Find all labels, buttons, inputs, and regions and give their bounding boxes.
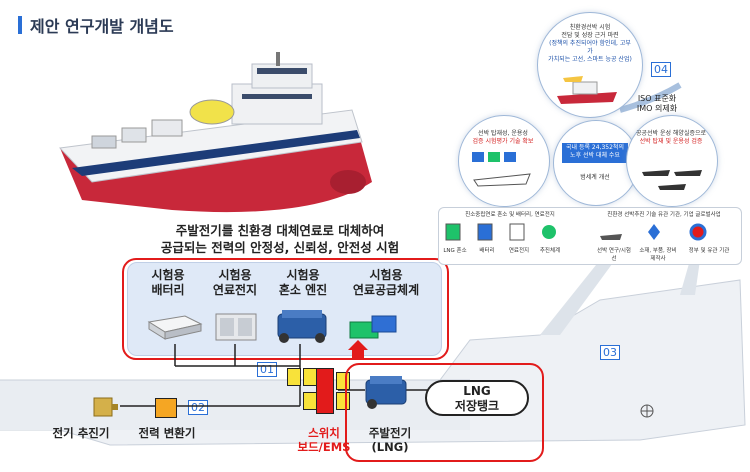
lng-storage-tank: LNG 저장탱크 (425, 380, 529, 416)
replacement-demand-banner (562, 143, 628, 163)
battery-unit-image (147, 315, 203, 340)
fuel-supply-system-image (349, 315, 397, 339)
converter-label: 전력 변환기 (138, 426, 196, 440)
propulsion-label: 전기 추진기 (52, 426, 110, 440)
test-battery-label: 시험용 배터리 (151, 268, 185, 297)
circle-center-text: 국내 등록 24,352척의 노후 선박 대체 수요 (566, 144, 624, 159)
switch-board-ems (316, 368, 334, 414)
public-ships-image (642, 170, 702, 190)
page-title: 제안 연구개발 개념도 (30, 17, 174, 36)
test-equipment-highlight (122, 258, 449, 360)
circle-replacement-demand (553, 120, 639, 206)
switchboard-label: 스위치 보드/EMS (297, 426, 351, 454)
main-generator-highlight (345, 363, 544, 462)
main-generator-lng-image (365, 376, 407, 409)
test-fuel-cell-label: 시험용 연료전지 (212, 268, 258, 297)
title-accent-bar (18, 16, 22, 34)
dual-fuel-engine-image (277, 310, 327, 343)
ship-rendering-image (58, 52, 372, 213)
legend-header-right: 친환경 선박추진 기술 유관 기관, 기업 글로벌사업 (607, 212, 721, 218)
lead-line-1: 주발전기를 친환경 대체연료로 대체하여 (175, 223, 385, 238)
legend-propulsion-label: 추진체계 (539, 248, 561, 254)
fuel-cell-unit-image (215, 313, 257, 341)
lead-line-2: 공급되는 전력의 안정성, 신뢰성, 안전성 시험 (160, 240, 400, 255)
legend-manufacturer-label: 소재, 부품, 장비 제작사 (639, 248, 677, 262)
switchboard-input-1 (287, 368, 301, 386)
switchboard-input-2 (303, 368, 317, 386)
electric-propulsion-motor-image (93, 397, 118, 417)
iso-imo-label: ISO 표준화 IMO 의제화 (636, 94, 678, 113)
badge-04: 04 (651, 62, 671, 77)
legend-fuel-cell-label: 연료전지 (508, 248, 530, 254)
legend-battery-label: 배터리 (479, 248, 495, 254)
circle-public-ship-validation (626, 115, 718, 207)
badge-02: 02 (188, 400, 208, 415)
legend-government-label: 정부 및 유관 기관 (688, 248, 730, 254)
test-fuel-supply-label: 시험용 연료공급체계 (352, 268, 420, 297)
legend-lng-label: LNG 혼소 (443, 248, 467, 254)
circle-right-text: 공공선박 운성 해양실증으로 선박 탑재 및 운용성 검증 (635, 130, 707, 145)
validation-icons-image (472, 152, 531, 187)
switchboard-input-3 (303, 392, 317, 410)
power-converter-box (155, 398, 177, 418)
test-dual-fuel-engine-label: 시험용 혼소 엔진 (278, 268, 328, 297)
circle-left-text: 선박 탑재성, 운용성 검증 시험평가 기술 확보 (472, 130, 534, 145)
lead-text: 주발전기를 친환경 대체연료로 대체하여 공급되는 전력의 안정성, 신뢰성, … (120, 222, 440, 256)
circle-center-caption: 범세계 개선 (580, 174, 610, 181)
legend-research-ship-label: 선박 연구/시험선 (597, 248, 631, 262)
badge-03: 03 (600, 345, 620, 360)
legend-icons (445, 223, 707, 241)
main-generator-label: 주발전기 (LNG) (368, 426, 412, 454)
ships-collage-image (557, 76, 617, 104)
legend-header-left: 친소중립연료 혼소 및 배터리, 연료전지 (465, 212, 555, 218)
circle-top-text: 친환경선박 시험 전담 및 성장 근거 마련 (정책의 추진되어야 함인데, 고… (548, 24, 632, 63)
